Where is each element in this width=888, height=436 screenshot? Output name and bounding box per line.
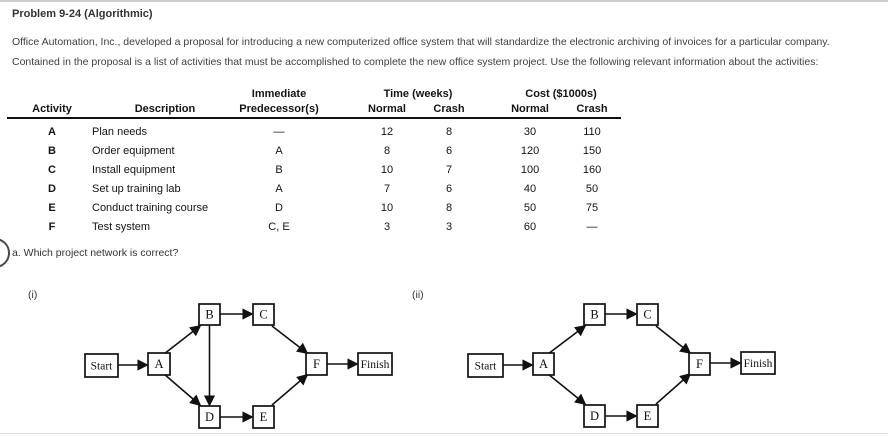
table-row: D Set up training lab A 7 6 40 50 <box>48 182 599 195</box>
edge-A-B <box>547 324 587 355</box>
node-Start: Start <box>84 353 119 378</box>
col-header-predecessors: Predecessor(s) <box>239 103 319 115</box>
svg-text:Start: Start <box>475 361 498 373</box>
node-Start: Start <box>467 353 504 378</box>
network-ii-label: (ii) <box>412 289 424 301</box>
svg-text:C: C <box>643 308 651 322</box>
intro-line-2: Contained in the proposal is a list of a… <box>12 56 819 68</box>
node-B: B <box>583 303 606 326</box>
node-A: A <box>147 352 171 376</box>
edge-E-F <box>655 372 692 405</box>
table-row: A Plan needs — 12 8 30 110 <box>48 125 601 138</box>
svg-text:Finish: Finish <box>361 359 390 371</box>
node-F: F <box>305 352 328 376</box>
svg-text:A: A <box>154 357 163 371</box>
question-number-badge-partial <box>0 238 10 268</box>
problem-intro: Office Automation, Inc., developed a pro… <box>12 32 884 72</box>
svg-text:Start: Start <box>91 361 114 373</box>
node-Finish: Finish <box>357 352 393 376</box>
node-Finish: Finish <box>740 351 776 375</box>
edge-C-F <box>271 325 309 355</box>
table-header-rule <box>7 117 621 119</box>
activity-table: Immediate Time (weeks) Cost ($1000s) Act… <box>12 85 623 236</box>
table-header-row: Activity Description Predecessor(s) Norm… <box>12 102 623 116</box>
node-F: F <box>688 352 711 376</box>
node-A: A <box>532 352 555 376</box>
node-D: D <box>198 405 221 429</box>
svg-text:E: E <box>644 409 652 423</box>
node-E: E <box>636 404 659 428</box>
node-B: B <box>198 303 221 326</box>
question-a-text: a. Which project network is correct? <box>12 247 179 259</box>
node-D: D <box>583 404 606 428</box>
col-header-cost-normal: Normal <box>511 103 549 115</box>
col-header-time-crash: Crash <box>433 103 465 115</box>
intro-line-1: Office Automation, Inc., developed a pro… <box>12 36 830 48</box>
table-group-header-row: Immediate Time (weeks) Cost ($1000s) <box>12 85 623 102</box>
node-C: C <box>252 303 275 326</box>
network-i-label: (i) <box>28 289 38 301</box>
table-row: E Conduct training course D 10 8 50 75 <box>48 201 599 214</box>
svg-text:F: F <box>313 357 320 371</box>
edge-A-B <box>163 324 202 355</box>
svg-text:B: B <box>205 308 213 322</box>
project-network-ii: Start A B C D E F Finish <box>467 303 776 428</box>
col-header-description: Description <box>134 103 196 115</box>
col-header-cost-crash: Crash <box>576 103 608 115</box>
svg-text:A: A <box>539 357 548 371</box>
table-row: F Test system C, E 3 3 60 — <box>48 220 598 233</box>
col-header-activity: Activity <box>32 103 72 115</box>
table-row: B Order equipment A 8 6 120 150 <box>48 144 602 157</box>
svg-text:Finish: Finish <box>744 358 773 370</box>
svg-text:D: D <box>205 410 214 424</box>
edge-A-D <box>163 373 202 407</box>
page-title: Problem 9-24 (Algorithmic) <box>12 8 153 20</box>
svg-text:C: C <box>259 308 267 322</box>
node-E: E <box>252 405 275 429</box>
table-row: C Install equipment B 10 7 100 160 <box>48 163 602 176</box>
group-header-time: Time (weeks) <box>383 87 453 100</box>
svg-text:D: D <box>590 409 599 423</box>
edge-A-D <box>547 373 587 406</box>
svg-text:F: F <box>696 357 703 371</box>
project-network-i: Start A B C D E F Finish <box>84 303 393 429</box>
svg-text:B: B <box>590 308 598 322</box>
edge-C-F <box>655 325 692 355</box>
group-header-immediate: Immediate <box>251 87 307 100</box>
col-header-time-normal: Normal <box>368 103 406 115</box>
svg-text:E: E <box>260 410 268 424</box>
edge-E-F <box>271 373 309 406</box>
node-C: C <box>636 303 659 326</box>
group-header-cost: Cost ($1000s) <box>525 87 597 100</box>
